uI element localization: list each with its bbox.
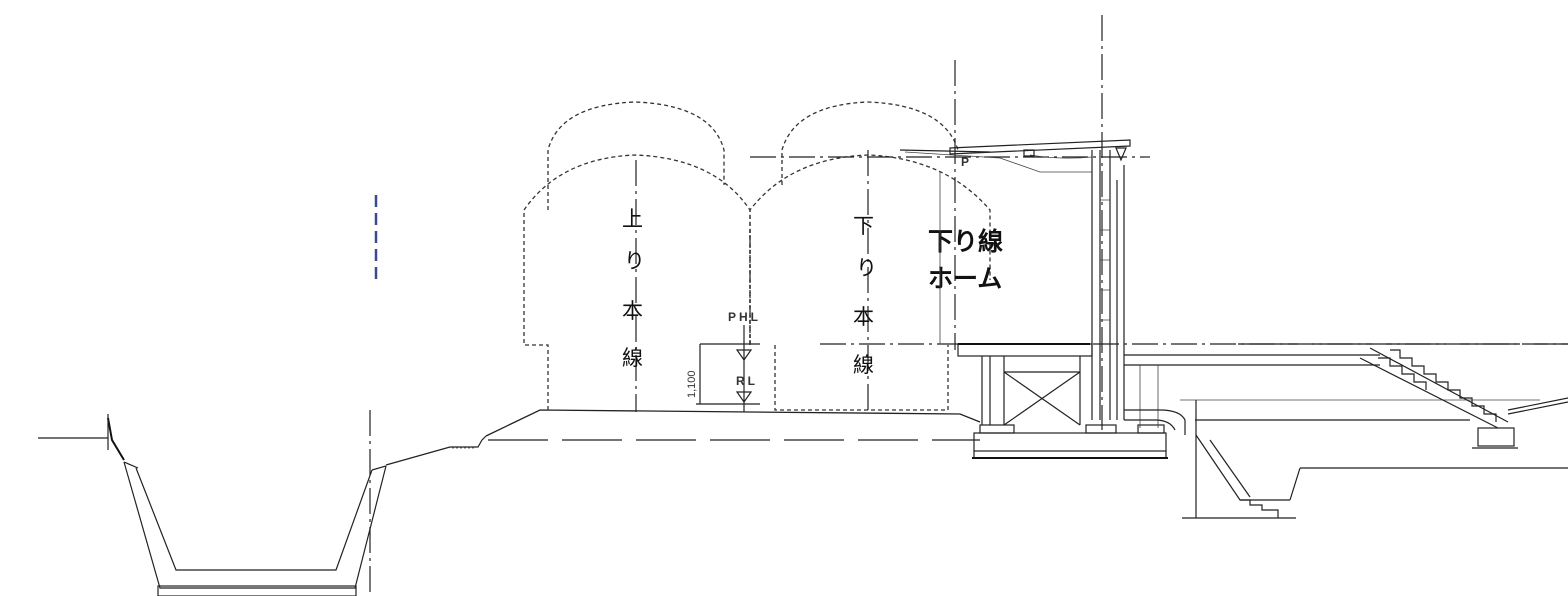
right-structure <box>1124 354 1568 519</box>
svg-text:上: 上 <box>622 207 643 231</box>
waterway-channel <box>38 410 487 596</box>
platform-label: 下り線 ホーム <box>928 227 1003 293</box>
svg-text:ホーム: ホーム <box>928 264 1002 293</box>
ground-line <box>485 409 981 441</box>
platform-footing <box>972 432 1168 459</box>
platform-braces <box>979 356 1165 434</box>
up-main-gauge <box>523 101 751 410</box>
rl-label: RL <box>736 374 758 388</box>
svg-text:り: り <box>856 256 877 280</box>
dimension-label: 1,100 <box>686 370 698 398</box>
svg-text:下り線: 下り線 <box>928 227 1003 256</box>
stairs <box>1238 343 1568 449</box>
svg-text:り: り <box>624 249 645 273</box>
platform-deck <box>957 343 1093 357</box>
up-main-label: 上 り 本 線 <box>622 207 645 370</box>
down-main-label: 下 り 本 線 <box>853 214 877 377</box>
svg-text:線: 線 <box>622 346 643 370</box>
phl-label: PHL <box>728 310 761 324</box>
svg-text:下: 下 <box>853 214 874 238</box>
svg-text:本: 本 <box>622 299 643 323</box>
platform-canopy <box>899 139 1131 344</box>
svg-text:線: 線 <box>853 353 874 377</box>
platform-columns <box>1091 150 1125 420</box>
p-label: P <box>961 155 972 169</box>
rail-level-markers <box>696 230 760 412</box>
svg-text:本: 本 <box>853 305 874 329</box>
